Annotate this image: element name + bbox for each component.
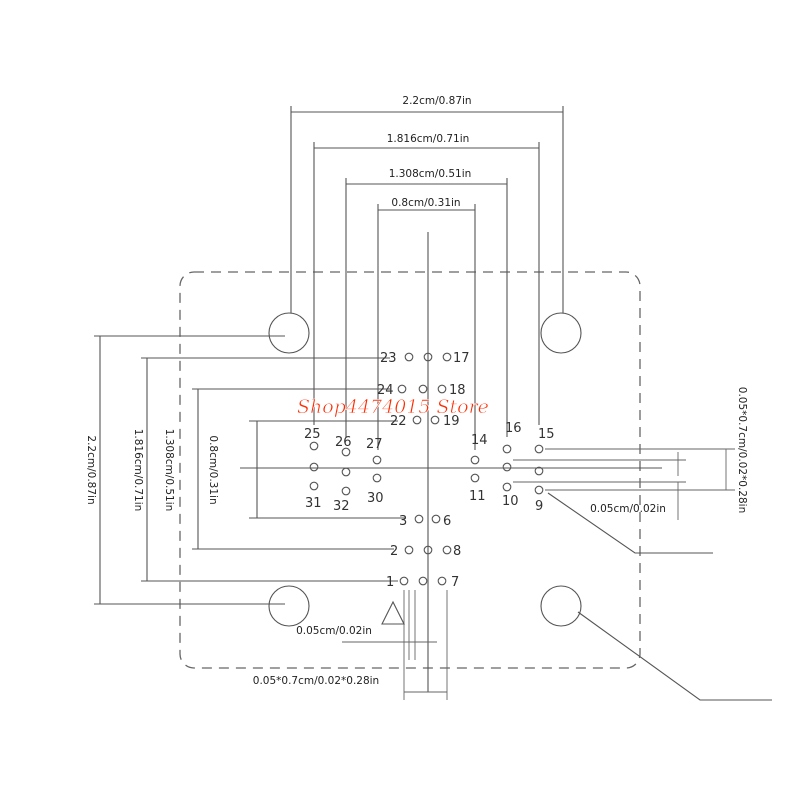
pin-label-14: 14 (471, 433, 488, 448)
pin-pads-top (397, 352, 452, 425)
pin-label-31: 31 (305, 496, 322, 511)
pin-label-17: 17 (453, 351, 470, 366)
top-dimension-0-8cm: 0.8cm/0.31in (377, 197, 476, 450)
mounting-hole-top-right (540, 312, 582, 354)
bottom-pitch-dimension: 0.05*0.7cm/0.02*0.28in (253, 590, 448, 700)
right-gap-label: 0.05cm/0.02in (590, 503, 666, 515)
pin-label-15: 15 (538, 427, 555, 442)
top-dimension-1-308cm-label: 1.308cm/0.51in (389, 168, 472, 180)
top-dimension-1-816cm: 1.816cm/0.71in (313, 133, 540, 425)
store-watermark: Shop4474015 Store (297, 396, 489, 418)
pin-label-3: 3 (399, 514, 407, 529)
pin-pads-left (309, 441, 382, 496)
mounting-hole-bottom-right (540, 585, 582, 627)
bottom-gap-dimension: 0.05cm/0.02in (296, 590, 437, 660)
pin-label-7: 7 (451, 575, 459, 590)
left-dimension-0-8cm: 0.8cm/0.31in (207, 420, 406, 519)
right-pitch-dimension: 0.05*0.7cm/0.02*0.28in (545, 387, 748, 513)
pin-label-10: 10 (502, 494, 519, 509)
mounting-hole-bottom-left (268, 585, 310, 627)
pin-label-6: 6 (443, 514, 451, 529)
pin-label-32: 32 (333, 499, 350, 514)
socket-outline (179, 271, 641, 669)
pin-label-22: 22 (390, 414, 407, 429)
left-dimension-2-2cm-label: 2.2cm/0.87in (85, 435, 97, 504)
right-gap-dimension: 0.05cm/0.02in (513, 452, 686, 520)
pin-pads-bottom (399, 514, 452, 586)
pin-label-2: 2 (390, 544, 398, 559)
pin-pads-right (470, 444, 544, 495)
left-dimension-0-8cm-label: 0.8cm/0.31in (207, 435, 219, 504)
mounting-hole-top-left (268, 312, 310, 354)
top-dimension-1-308cm: 1.308cm/0.51in (345, 168, 508, 437)
pin-label-1: 1 (386, 575, 394, 590)
bottom-pitch-label: 0.05*0.7cm/0.02*0.28in (253, 675, 379, 687)
pin-label-26: 26 (335, 435, 352, 450)
right-pitch-label: 0.05*0.7cm/0.02*0.28in (736, 387, 748, 513)
top-dimension-0-8cm-label: 0.8cm/0.31in (391, 197, 460, 209)
left-dimension-2-2cm: 2.2cm/0.87in (85, 335, 285, 605)
pin-label-23: 23 (380, 351, 397, 366)
pin-label-9: 9 (535, 499, 543, 514)
left-dimension-1-816cm: 1.816cm/0.71in (132, 357, 398, 582)
pin-label-24: 24 (377, 383, 394, 398)
left-dimension-1-308cm: 1.308cm/0.51in (163, 388, 394, 550)
pin-label-11: 11 (469, 489, 486, 504)
left-dimension-1-308cm-label: 1.308cm/0.51in (163, 429, 175, 512)
left-dimension-1-816cm-label: 1.816cm/0.71in (132, 429, 144, 512)
pin-label-27: 27 (366, 437, 383, 452)
pin-label-18: 18 (449, 383, 466, 398)
pin-label-8: 8 (453, 544, 461, 559)
pin-label-16: 16 (505, 421, 522, 436)
bottom-gap-label: 0.05cm/0.02in (296, 625, 372, 637)
pin-callout-leader (547, 492, 713, 554)
pin-label-25: 25 (304, 427, 321, 442)
top-dimension-2-2cm: 2.2cm/0.87in (290, 95, 564, 313)
pin-one-triangle-icon (381, 600, 405, 625)
pin-label-30: 30 (367, 491, 384, 506)
hole-callout-leader (577, 611, 772, 701)
pin-label-19: 19 (443, 414, 460, 429)
top-dimension-1-816cm-label: 1.816cm/0.71in (387, 133, 470, 145)
top-dimension-2-2cm-label: 2.2cm/0.87in (402, 95, 471, 107)
